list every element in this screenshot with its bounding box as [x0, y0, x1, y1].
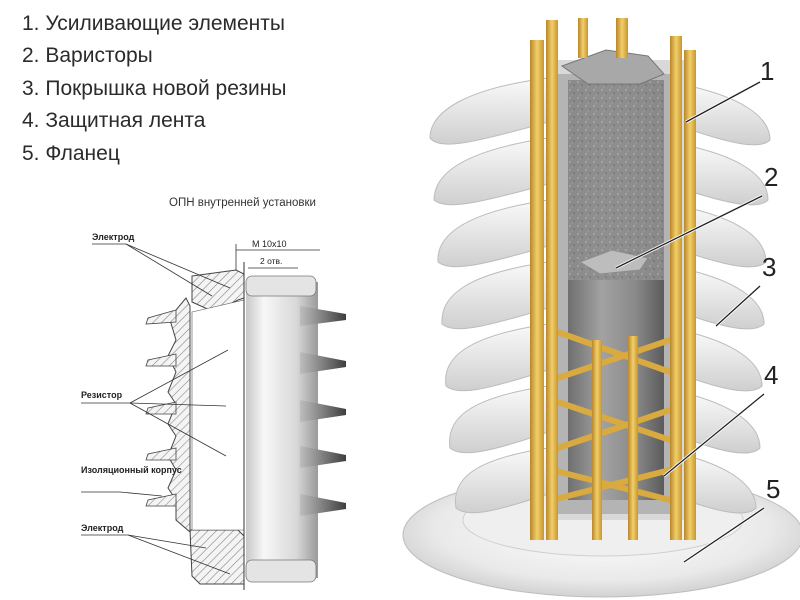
callout-3: 3 — [762, 252, 776, 282]
callout-4: 4 — [764, 360, 778, 390]
legend-item-5: 5. Фланец — [22, 141, 120, 165]
rubber-sheds-right — [679, 83, 771, 514]
varistor-top — [560, 49, 665, 85]
label-electrode-bottom: Электрод — [81, 523, 124, 533]
drawing-bottom-cap — [245, 559, 317, 583]
callout-leaders-dark — [615, 81, 765, 563]
label-resistor: Резистор — [81, 390, 123, 400]
legend-item-1: 1. Усиливающие элементы — [22, 12, 285, 35]
drawing-sheds-right — [300, 306, 346, 516]
label-insulation: Изоляционный корпус — [81, 465, 182, 475]
legend: 1. Усиливающие элементы 2. Варисторы 3. … — [22, 8, 286, 170]
drawing-title: ОПН внутренней установки — [169, 197, 316, 209]
callout-2: 2 — [764, 162, 778, 192]
label-insulation-text: Изоляционный корпус — [81, 465, 182, 475]
rubber-sheds-left — [429, 77, 549, 514]
label-holes: 2 отв. — [260, 256, 282, 266]
reinforcing-rods — [530, 18, 696, 540]
label-electrode-top: Электрод — [92, 232, 135, 242]
protective-tape — [549, 327, 673, 503]
varistor-wedge — [578, 249, 649, 275]
callout-1: 1 — [760, 56, 774, 86]
drawing-section-top — [191, 269, 245, 313]
legend-item-3: 3. Покрышка новой резины — [22, 76, 287, 100]
callout-5: 5 — [766, 474, 780, 504]
varistor-cut-face — [568, 80, 664, 280]
drawing-top-cap — [245, 275, 317, 297]
drawing-sheds-left — [145, 309, 177, 507]
legend-item-2: 2. Варисторы — [22, 44, 153, 68]
legend-item-4: 4. Защитная лента — [22, 109, 206, 133]
drawing-body-shaded — [246, 282, 318, 578]
label-thread: М 10х10 — [252, 239, 287, 249]
